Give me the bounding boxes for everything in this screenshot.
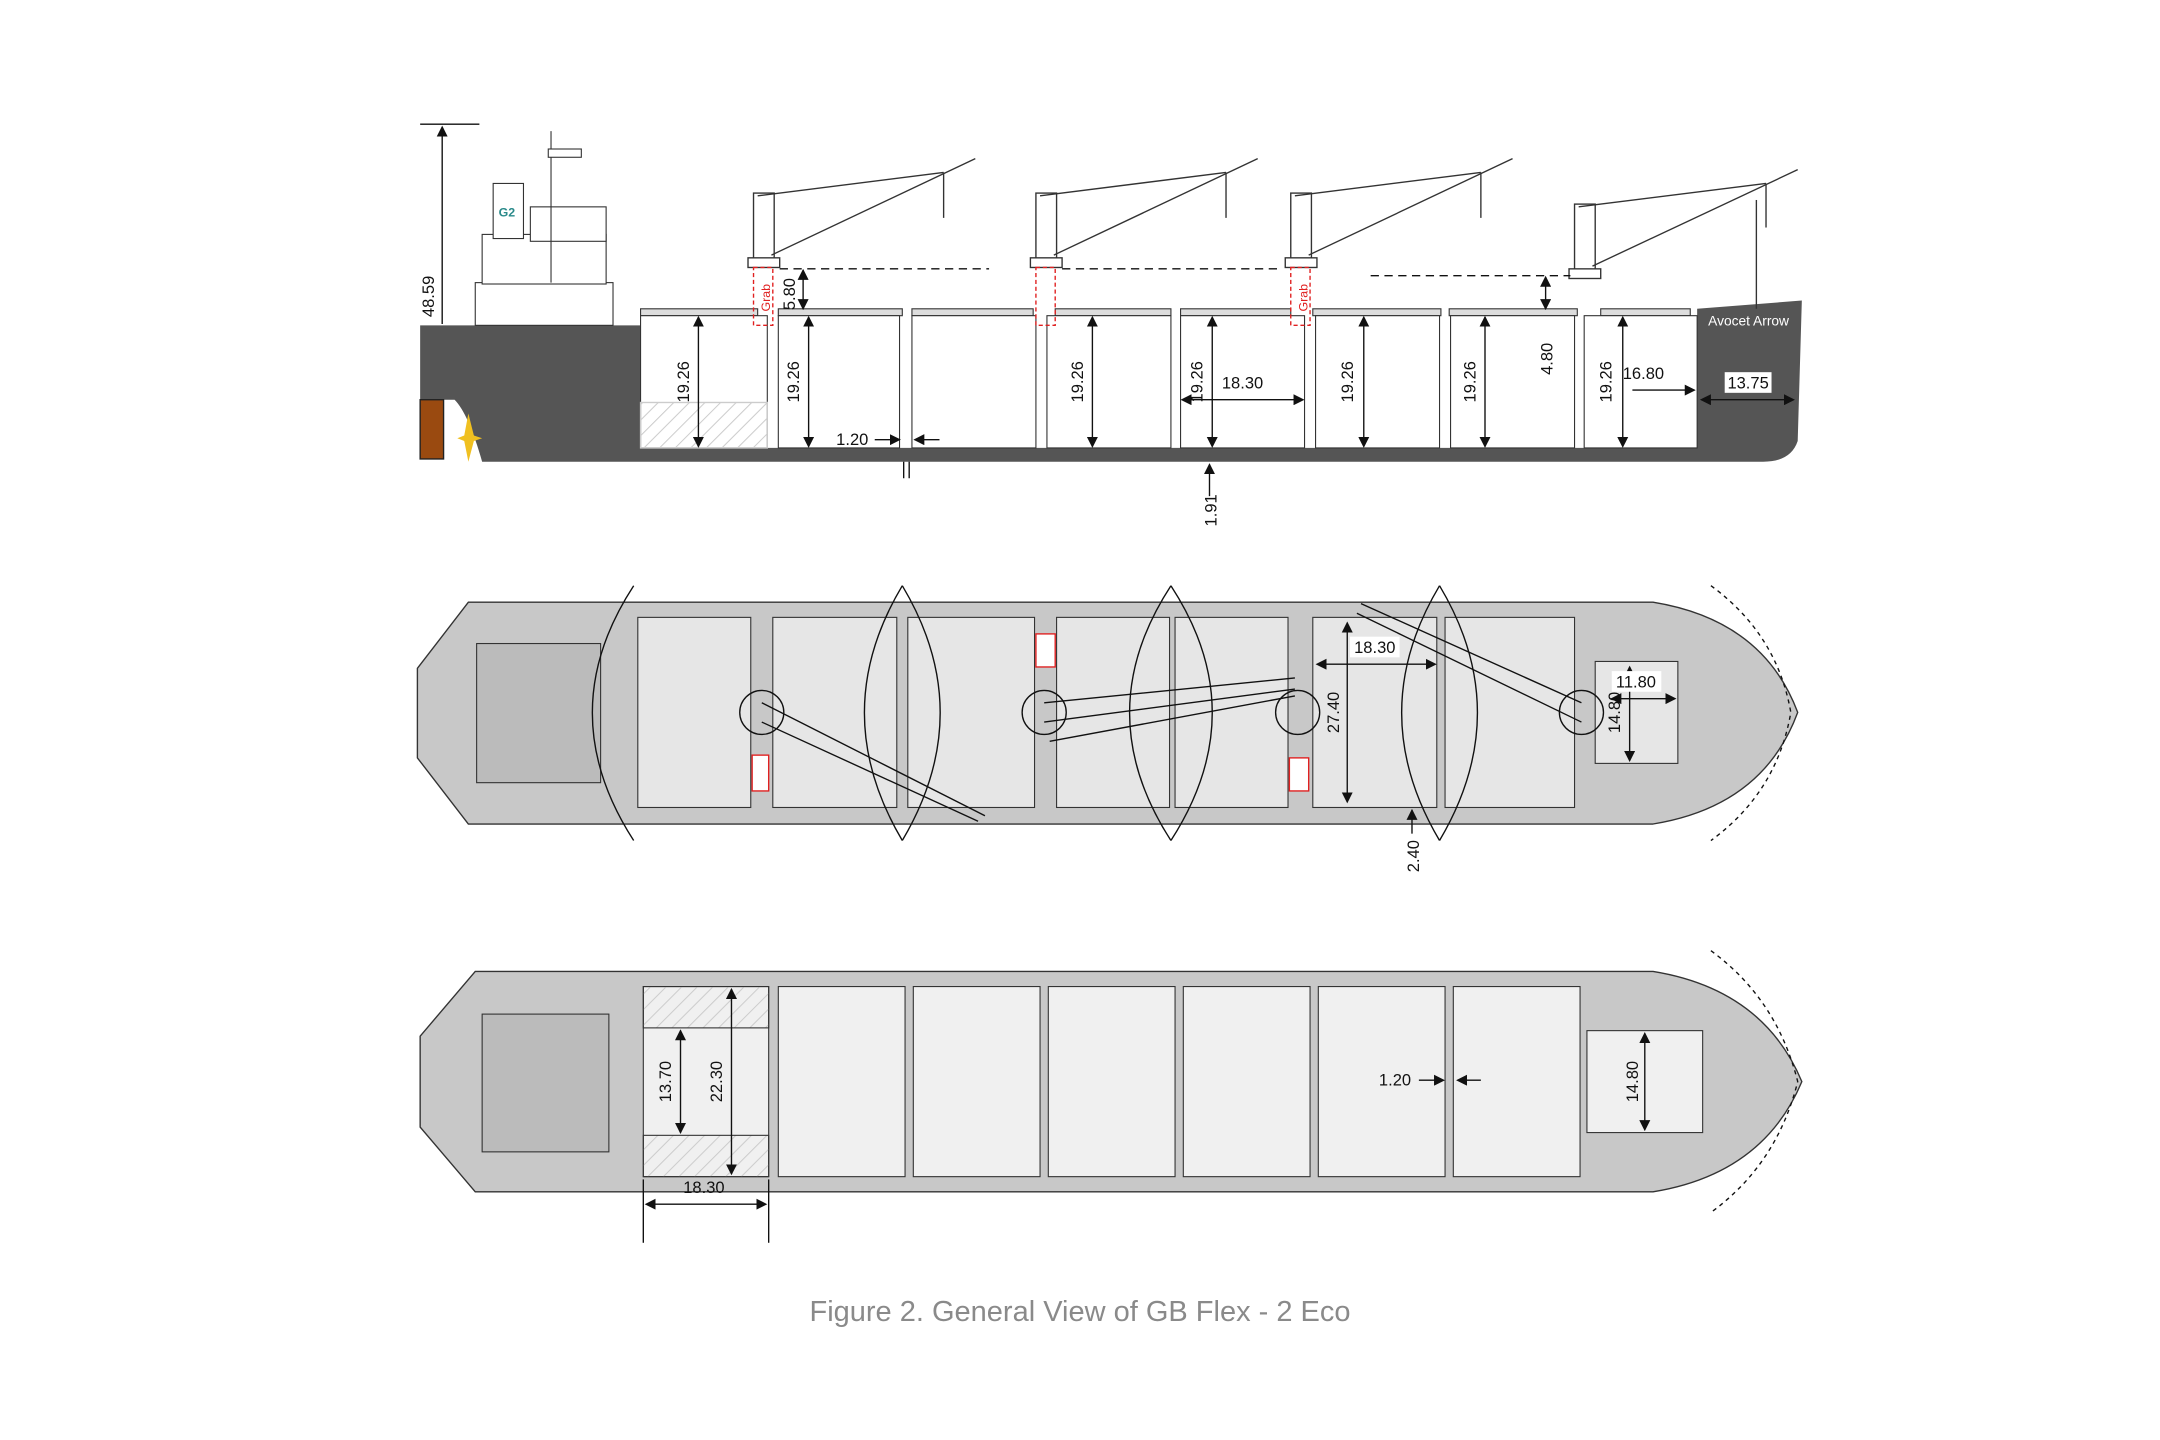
double-bottom-dim: 1.91 bbox=[1201, 494, 1220, 526]
profile-view: G2 Grab Gra bbox=[419, 123, 1802, 526]
forecastle-dim-box bbox=[1724, 372, 1772, 393]
hold-openings bbox=[642, 986, 1704, 1178]
grab-label-1: Grab bbox=[759, 284, 773, 312]
hold5-height-dim: 19.26 bbox=[1338, 361, 1357, 402]
air-draft-dim: 48.59 bbox=[419, 276, 438, 317]
crane-3 bbox=[1284, 158, 1513, 269]
hatches bbox=[637, 616, 1679, 809]
crane-slewing-arcs bbox=[591, 585, 1792, 842]
profile-dimension-lines bbox=[420, 123, 1795, 497]
hold-plan-dimension-lines bbox=[642, 987, 1651, 1243]
crane-clearance-fwd-dim: 4.80 bbox=[1538, 343, 1557, 375]
crane-2 bbox=[1029, 158, 1258, 269]
hold4-height-dim: 19.26 bbox=[1188, 361, 1207, 402]
hold1-hatch-width-dim: 13.70 bbox=[656, 1061, 675, 1102]
hold7-length-dim: 16.80 bbox=[1623, 364, 1664, 383]
cargo-holds bbox=[640, 315, 1698, 449]
crane-plan-hold-length-dim: 18.30 bbox=[1354, 638, 1395, 657]
hold1-hatched-area bbox=[639, 401, 768, 449]
hold6-height-dim: 19.26 bbox=[1460, 361, 1479, 402]
propeller bbox=[457, 413, 483, 462]
rudder bbox=[419, 399, 445, 460]
hold7-height-dim: 19.26 bbox=[1597, 361, 1616, 402]
superstructure bbox=[474, 131, 614, 326]
hold2-height-dim: 19.26 bbox=[784, 361, 803, 402]
funnel-logo: G2 bbox=[499, 206, 516, 220]
deck-cranes bbox=[747, 158, 1798, 309]
hatch-width-dim: 27.40 bbox=[1324, 692, 1343, 733]
hold-plan-hold7-hatch-width-dim: 14.80 bbox=[1623, 1061, 1642, 1102]
hold7-hatch-length-dim: 11.80 bbox=[1616, 673, 1656, 692]
coaming-gap-dim: 2.40 bbox=[1404, 840, 1423, 872]
hold-length-dim: 18.30 bbox=[1222, 374, 1263, 393]
hold1-height-dim: 19.26 bbox=[674, 361, 693, 402]
hold3-height-dim: 19.26 bbox=[1068, 361, 1087, 402]
hold1-width-dim: 22.30 bbox=[707, 1061, 726, 1102]
ship-name-label: Avocet Arrow bbox=[1708, 313, 1789, 328]
crane-clearance-aft-dim: 5.80 bbox=[780, 278, 799, 310]
hold1-length-dim: 18.30 bbox=[683, 1178, 724, 1197]
forecastle-length-dim: 13.75 bbox=[1727, 374, 1768, 393]
figure-caption: Figure 2. General View of GB Flex - 2 Ec… bbox=[809, 1296, 1351, 1328]
grab-label-2: Grab bbox=[1296, 284, 1310, 312]
hull-profile bbox=[420, 300, 1802, 462]
bulkhead-gap-dim: 1.20 bbox=[836, 430, 868, 449]
grab-markers bbox=[752, 266, 1311, 327]
crane-1 bbox=[747, 158, 976, 269]
hold7-hatch-width-dim: 14.80 bbox=[1605, 692, 1624, 733]
hold-plan-view: 13.70 22.30 18.30 1.20 14.80 bbox=[419, 950, 1803, 1243]
crane-plan-view: 18.30 27.40 11.80 14.80 2.40 bbox=[416, 585, 1799, 872]
crane-4 bbox=[1568, 169, 1798, 280]
hold-plan-bulkhead-gap-dim: 1.20 bbox=[1379, 1071, 1411, 1090]
